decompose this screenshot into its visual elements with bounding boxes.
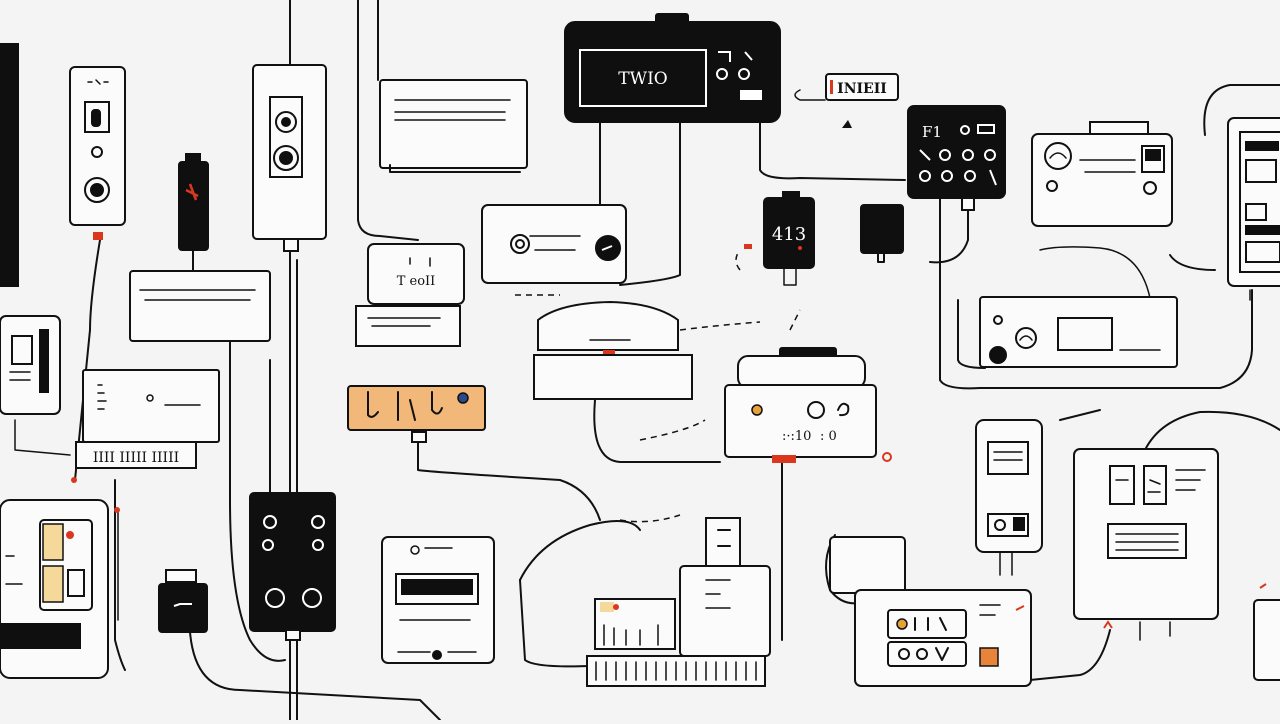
amplifier-icon <box>979 296 1178 368</box>
top-display-label: TWIO <box>618 69 667 89</box>
thermostat-icon <box>975 419 1043 576</box>
wall-socket-box-icon <box>1073 448 1219 641</box>
router-icon <box>379 79 528 173</box>
media-player-icon <box>481 204 627 284</box>
speaker-pair-icon <box>249 492 336 641</box>
utility-meter-icon <box>381 536 495 664</box>
small-screen-label: 413 <box>772 224 806 245</box>
edge-outlet-icon <box>1253 583 1280 681</box>
panel-f-label: F1 <box>922 123 942 141</box>
display-device-icon: TWIO <box>564 13 781 123</box>
dashed-wires <box>515 249 801 523</box>
receiver-icon: :·:10 : 0 <box>724 347 892 463</box>
shelf-label: IIII IIIII IIIII <box>93 450 179 466</box>
server-rack-icon <box>1227 117 1280 287</box>
meter-icon <box>0 315 61 415</box>
hub-stack-icon <box>533 300 693 400</box>
sign-label: INIEII <box>794 73 899 128</box>
power-adapter-icon <box>178 153 209 251</box>
decoder-icon: IIII IIIII IIIII <box>75 369 220 469</box>
cables <box>14 0 1280 721</box>
wall-display-edge <box>0 43 19 287</box>
audio-receiver-icon <box>1031 121 1173 227</box>
control-panel-icon: F1 <box>907 105 1006 211</box>
usb-hub-icon <box>158 569 208 633</box>
device-shelf-icon <box>586 517 771 687</box>
mixer-console-icon <box>829 536 1032 687</box>
small-box-label: T eoII <box>397 274 436 289</box>
power-strip-icon <box>69 66 126 240</box>
set-top-box-icon <box>129 270 271 342</box>
receiver-readout: :·:10 <box>782 429 811 444</box>
fuse-box-icon <box>347 385 486 443</box>
sign-text: INIEII <box>837 81 887 97</box>
receiver-readout-2: : 0 <box>820 429 837 444</box>
small-screen-icon: 413 <box>763 191 815 286</box>
switch-panel-icon <box>252 64 327 252</box>
plug-icon <box>860 204 904 263</box>
mini-amp-icon: T eoII <box>355 243 465 347</box>
cable-connectors <box>71 244 802 483</box>
socket-icon <box>0 499 120 679</box>
